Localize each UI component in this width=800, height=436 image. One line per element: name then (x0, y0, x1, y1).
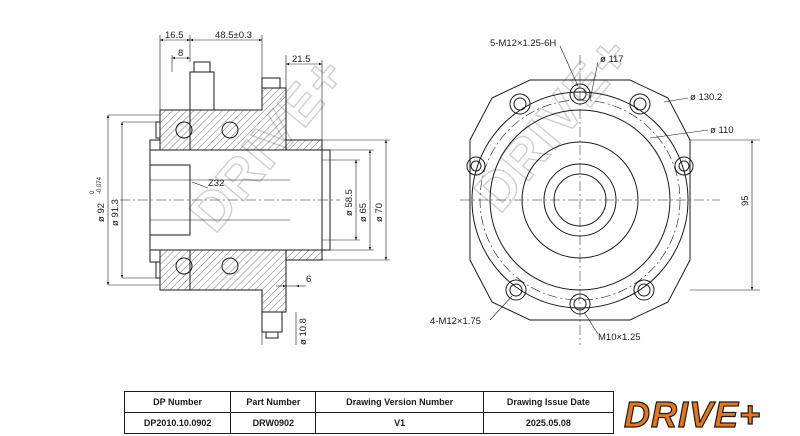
thread-5m12-label: 5-M12×1.25-6H (490, 38, 556, 49)
value-part-number: DRW0902 (230, 412, 317, 434)
outer-ring-upper (159, 109, 191, 151)
bearing-ball-lower-2 (221, 257, 239, 275)
bearing-ball-lower-1 (175, 257, 193, 275)
flange-lower (285, 249, 323, 261)
dim-130-2-label: ø 130.2 (690, 92, 722, 103)
title-block-value-row: DP2010.10.0902 DRW0902 V1 2025.05.08 (123, 412, 615, 434)
value-issue-date: 2025.05.08 (482, 412, 615, 434)
header-issue-date: Drawing Issue Date (482, 391, 615, 413)
dim-58-5: ø 58.5 (344, 189, 355, 216)
dim-6: 6 (306, 274, 311, 285)
dim-92-tol: 0-0.074 (90, 176, 103, 194)
header-drawing-version: Drawing Version Number (315, 391, 484, 413)
dim-65: ø 65 (358, 203, 369, 222)
dim-91-3: ø 91.3 (110, 199, 121, 226)
title-block: DP Number Part Number Drawing Version Nu… (123, 391, 615, 434)
dim-z32: Z32 (208, 178, 224, 189)
bolt-holes (466, 83, 694, 315)
header-dp-number: DP Number (123, 391, 232, 413)
dim-92: ø 92 (96, 203, 107, 222)
dim-110-label: ø 110 (710, 125, 734, 136)
hub-lower-body (189, 249, 287, 313)
dim-117-label: ø 117 (600, 54, 624, 65)
drive-plus-logo: DRIVE+ (623, 393, 761, 433)
dim-16-5: 16.5 (165, 30, 184, 41)
hub-upper-body (189, 87, 287, 151)
dim-95-label: 95 (740, 195, 751, 206)
circle-130 (471, 91, 689, 309)
circle-inner-1 (521, 141, 639, 259)
dim-10-8: ø 10.8 (298, 318, 309, 345)
stud-upper (189, 71, 215, 110)
dim-48-5: 48.5±0.3 (215, 30, 252, 41)
dim-21-5: 21.5 (292, 54, 311, 65)
title-block-header-row: DP Number Part Number Drawing Version Nu… (123, 391, 615, 413)
outer-ring-lower (159, 249, 191, 291)
dim-8: 8 (178, 48, 183, 59)
circle-110 (489, 109, 671, 291)
header-part-number: Part Number (230, 391, 317, 413)
bearing-ball-upper-1 (175, 121, 193, 139)
thread-4m12-label: 4-M12×1.75 (430, 316, 481, 327)
technical-drawing: DRIVE+ DRIVE+ (90, 24, 760, 345)
bolt-lower (261, 312, 283, 333)
bearing-ball-upper-2 (221, 121, 239, 139)
flange-outline (469, 79, 691, 321)
value-dp-number: DP2010.10.0902 (123, 412, 232, 434)
front-view: 5-M12×1.25-6H ø 117 ø 130.2 ø 110 95 4-M… (430, 38, 760, 345)
dim-70: ø 70 (374, 203, 385, 222)
thread-m10-label: M10×1.25 (598, 332, 641, 343)
section-view: 16.5 48.5±0.3 8 21.5 Z32 ø 92 0-0.074 ø … (90, 30, 390, 345)
circle-bore (553, 173, 607, 227)
value-drawing-version: V1 (315, 412, 484, 434)
flange-upper (285, 139, 323, 151)
circle-inner-2 (543, 163, 617, 237)
svg-text:DRIVE+: DRIVE+ (624, 394, 761, 433)
